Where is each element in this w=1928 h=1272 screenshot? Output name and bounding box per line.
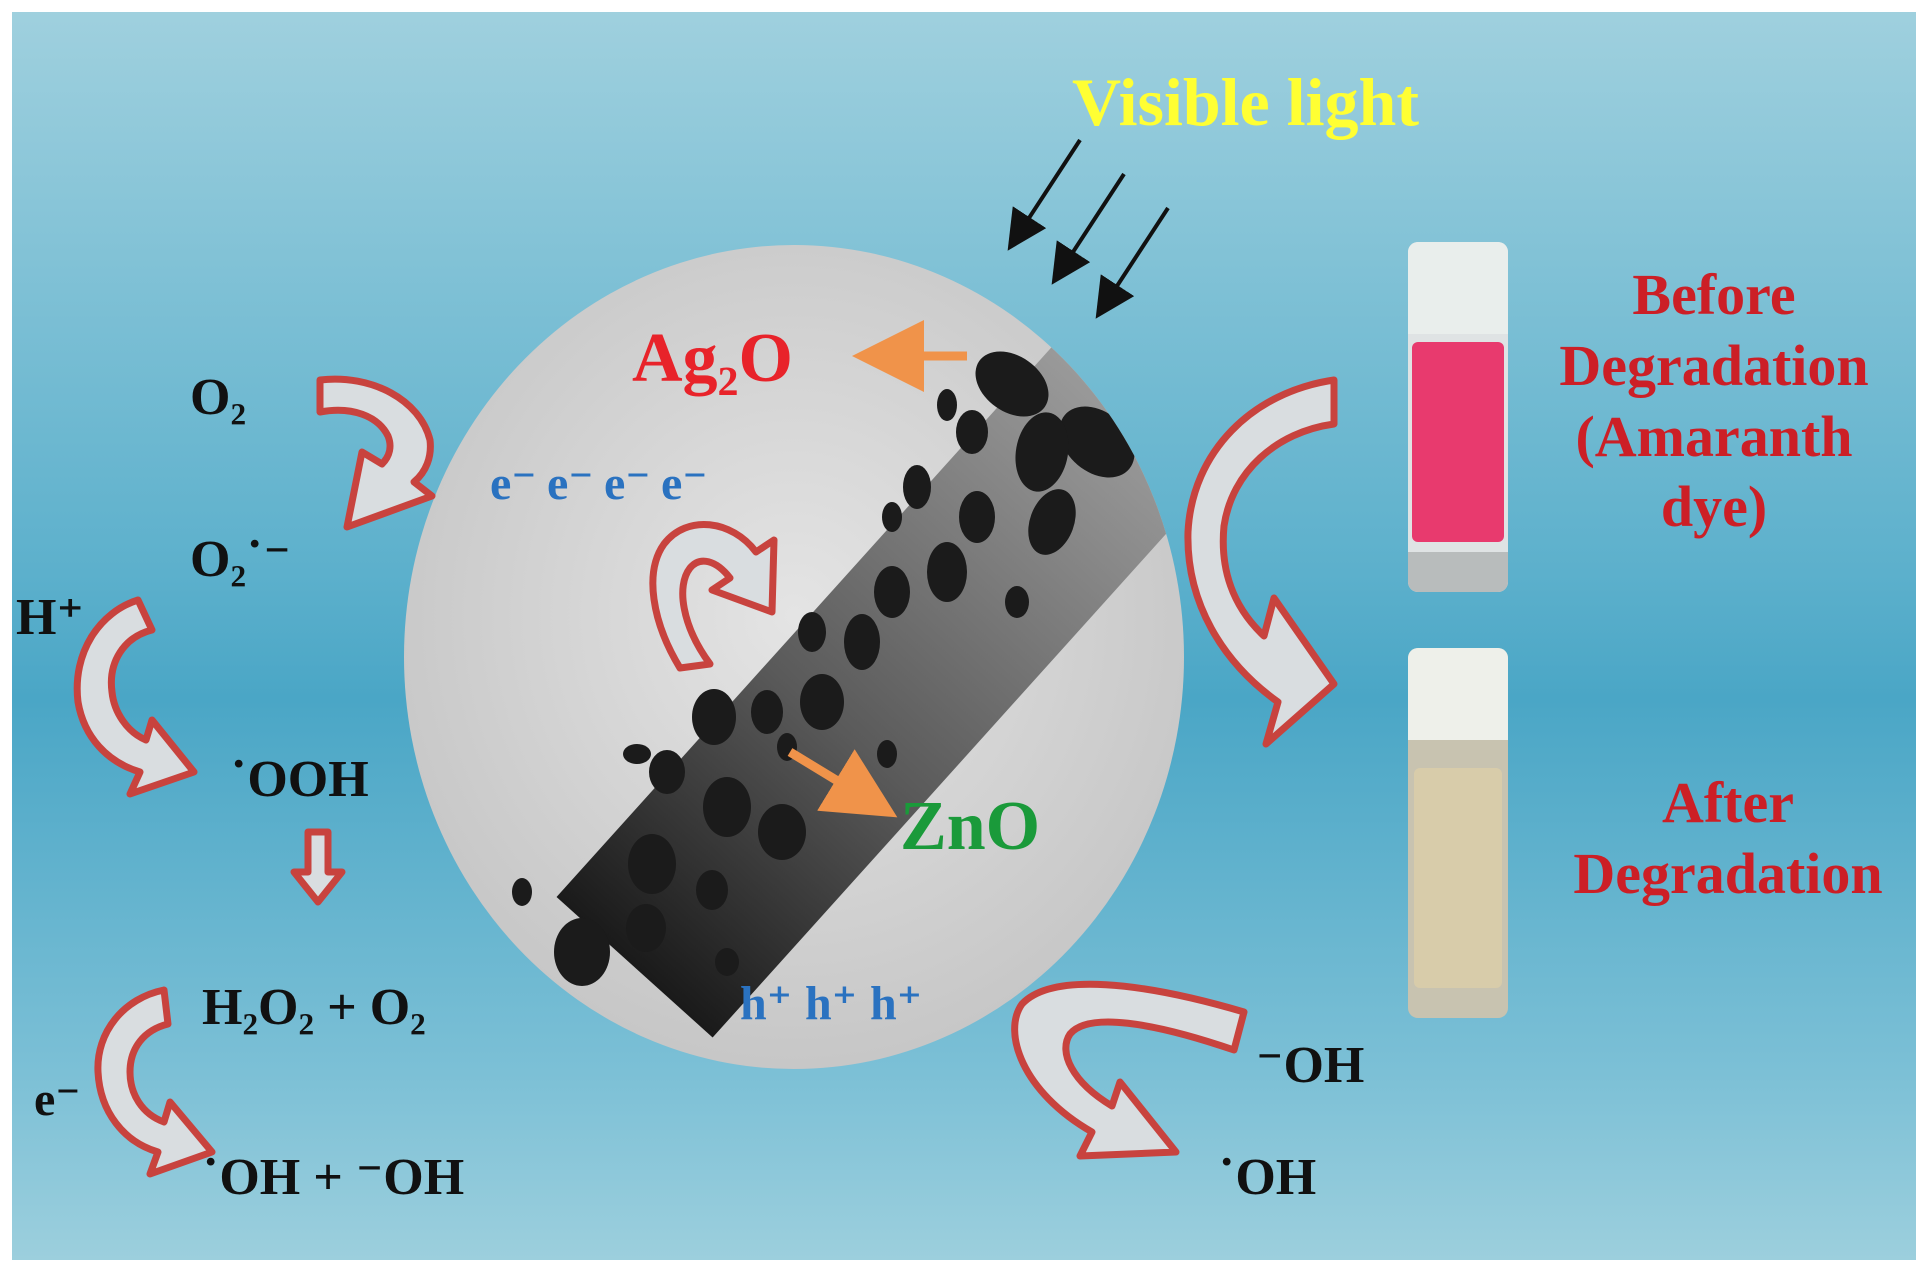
zno-label: ZnO bbox=[900, 788, 1041, 865]
h2o2-o2-label: H₂O₂ + O₂ bbox=[202, 979, 426, 1036]
tem-particle-disc bbox=[404, 245, 1184, 1069]
down-arrow-icon bbox=[290, 828, 346, 906]
light-ray-arrow-icon bbox=[1007, 138, 1170, 319]
curved-arrow-icon bbox=[1011, 980, 1248, 1160]
hydroxide-label: ⁻OH bbox=[1256, 1037, 1365, 1094]
before-degradation-label: Before Degradation (Amaranth dye) bbox=[1559, 262, 1869, 540]
hole-label-2: h⁺ bbox=[805, 977, 858, 1030]
ooh-radical-label: ˙OOH bbox=[230, 751, 369, 808]
electron-label-2: e⁻ bbox=[547, 457, 594, 510]
curved-arrow-icon bbox=[73, 596, 198, 798]
h-plus-label: H⁺ bbox=[16, 589, 84, 646]
visible-light-title: Visible light bbox=[1072, 64, 1419, 140]
hole-label-3: h⁺ bbox=[870, 977, 923, 1030]
electron-label-1: e⁻ bbox=[490, 457, 537, 510]
hydroxyl-radical-label: ˙OH bbox=[1218, 1149, 1317, 1206]
oh-products-label: ˙OH + ⁻OH bbox=[202, 1149, 465, 1206]
zno-pointer-arrow-icon bbox=[787, 748, 898, 818]
superoxide-label: O₂˙⁻ bbox=[190, 531, 291, 588]
ag2o-label: Ag₂O bbox=[632, 320, 793, 397]
diagram-graphics bbox=[73, 138, 1338, 1178]
electron-left-label: e⁻ bbox=[34, 1073, 81, 1126]
curved-arrow-icon bbox=[94, 986, 216, 1178]
curved-arrow-icon bbox=[649, 521, 778, 672]
o2-label: O₂ bbox=[190, 369, 247, 426]
hole-label-1: h⁺ bbox=[740, 977, 793, 1030]
after-degradation-label: After Degradation bbox=[1573, 770, 1883, 906]
vial-after-icon bbox=[1408, 648, 1508, 1018]
curved-arrow-icon bbox=[1184, 376, 1338, 748]
electron-label-3: e⁻ bbox=[604, 457, 651, 510]
diagram-canvas: Visible light Ag₂O ZnO e⁻ e⁻ e⁻ e⁻ h⁺ h⁺… bbox=[12, 12, 1916, 1260]
vial-before-icon bbox=[1408, 242, 1508, 592]
curved-arrow-icon bbox=[316, 375, 436, 531]
electron-label-4: e⁻ bbox=[661, 457, 708, 510]
